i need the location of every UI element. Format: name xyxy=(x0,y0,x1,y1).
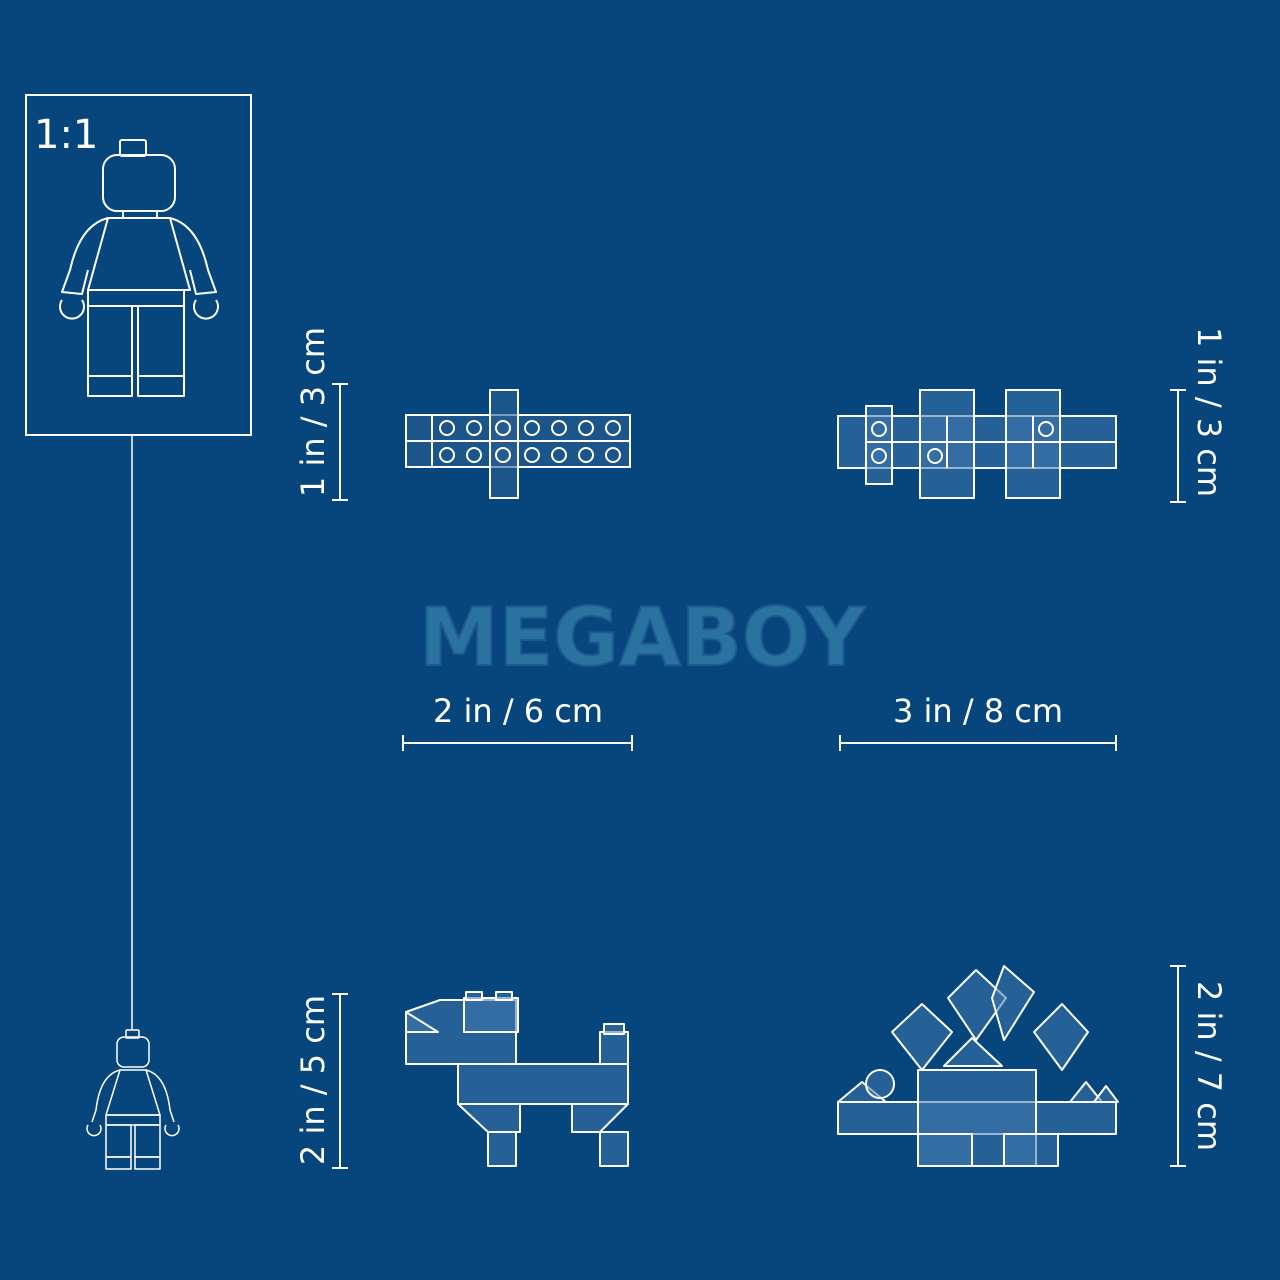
label-top-right-width: 3 in / 8 cm xyxy=(893,692,1063,730)
dimension-bottom-right-height xyxy=(1170,965,1186,1167)
dimension-bottom-left-height xyxy=(332,993,348,1169)
label-top-right-height: 1 in / 3 cm xyxy=(1190,327,1228,497)
dimension-top-right-width xyxy=(839,735,1117,751)
model-flat-creature-studs xyxy=(871,421,1054,464)
label-top-left-width: 2 in / 6 cm xyxy=(433,692,603,730)
brick-model-flat-creature xyxy=(837,389,1117,499)
brick-model-dinosaur xyxy=(837,965,1119,1167)
minifigure-small xyxy=(86,1029,180,1170)
brick-model-animal xyxy=(405,991,629,1167)
dimension-top-left-width xyxy=(402,735,633,751)
brick-model-plane xyxy=(405,389,631,499)
watermark-logo: MEGABOY xyxy=(419,591,866,684)
label-bottom-right-height: 2 in / 7 cm xyxy=(1190,981,1228,1151)
label-bottom-left-height: 2 in / 5 cm xyxy=(294,995,332,1165)
scale-box: 1:1 xyxy=(25,94,252,436)
model-plane-studs xyxy=(439,420,621,463)
minifigure-large xyxy=(59,139,219,397)
dimension-top-left-height xyxy=(332,383,348,501)
scale-label: 1:1 xyxy=(34,112,98,158)
dimension-top-right-height xyxy=(1170,389,1186,503)
label-top-left-height: 1 in / 3 cm xyxy=(294,327,332,497)
